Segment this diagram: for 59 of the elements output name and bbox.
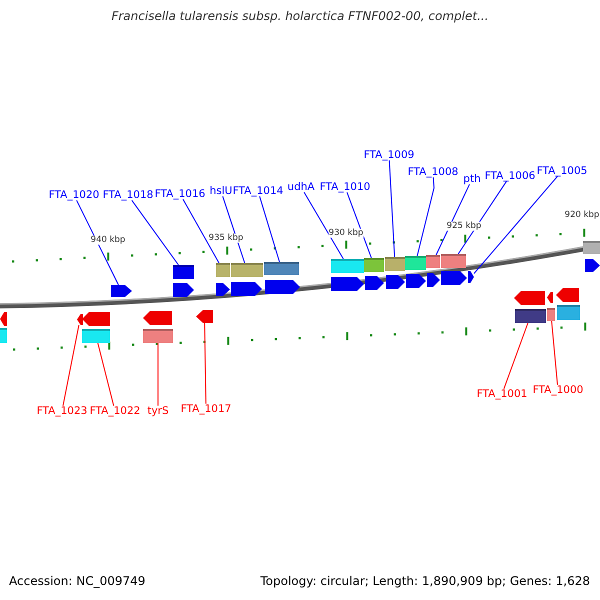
leader-line [474, 176, 558, 274]
leader-line [204, 322, 206, 404]
leader-line [76, 200, 119, 286]
gene-bar [515, 309, 546, 323]
leader-line [388, 160, 396, 258]
gene-label: FTA_1018 [102, 190, 154, 200]
leader-line [436, 184, 470, 256]
gene-label: FTA_1014 [232, 186, 284, 196]
scale-label: 930 kbp [328, 228, 364, 238]
leader-line [503, 322, 528, 390]
leader-line [97, 342, 114, 406]
leader-line [346, 192, 372, 258]
gene-label: FTA_1022 [90, 406, 140, 416]
gene-label: FTA_1020 [48, 190, 100, 200]
scale-label: 920 kbp [564, 210, 600, 220]
gene-bar [231, 263, 263, 277]
gene-label: pth [463, 174, 481, 184]
gene-bar [216, 263, 230, 277]
gene-bar [426, 255, 440, 268]
gene-label: hslU [210, 186, 232, 196]
gene-bar [82, 329, 110, 343]
gene-label: FTA_1017 [180, 404, 232, 414]
accession-text: Accession: NC_009749 [9, 575, 146, 587]
gene-label: FTA_1016 [154, 188, 206, 200]
leader-line [304, 192, 344, 260]
gene-feature [196, 310, 213, 323]
leader-line [458, 180, 507, 254]
gene-label: FTA_1006 [484, 170, 536, 182]
gene-bar [385, 257, 405, 271]
leader-line [131, 200, 179, 266]
leader-line [259, 196, 280, 262]
gene-label: FTA_1009 [364, 150, 414, 160]
title: Francisella tularensis subsp. holarctica FTNF002-00, complet... [111, 10, 489, 22]
gene-label: FTA_1008 [408, 166, 458, 178]
gene-bar [441, 254, 466, 268]
gene-bar [364, 258, 384, 272]
scale-label: 925 kbp [446, 222, 482, 230]
scale-label: 935 kbp [208, 234, 244, 242]
genome-summary-text: Topology: circular; Length: 1,890,909 bp; Genes: 1,628 [260, 575, 590, 587]
gene-feature [111, 285, 132, 297]
gene-bar [547, 308, 555, 321]
gene-label: FTA_1010 [320, 182, 370, 192]
gene-label: FTA_1005 [536, 166, 588, 176]
gene-bar [331, 259, 364, 273]
gene-bar [173, 265, 194, 279]
gene-bar [264, 262, 299, 275]
gene-label: FTA_1000 [532, 384, 584, 396]
leader-line [62, 324, 80, 406]
scale-label: 940 kbp [90, 236, 126, 244]
gene-label: udhA [287, 182, 315, 192]
leader-line [551, 320, 558, 386]
leader-line [222, 196, 246, 264]
gene-label: FTA_1023 [36, 406, 88, 416]
gene-label: FTA_1001 [476, 388, 528, 400]
gene-bar [143, 329, 173, 343]
gene-bar [405, 256, 426, 270]
leader-line [182, 198, 220, 264]
gene-label: tyrS [147, 406, 169, 416]
leader-line [416, 176, 434, 256]
